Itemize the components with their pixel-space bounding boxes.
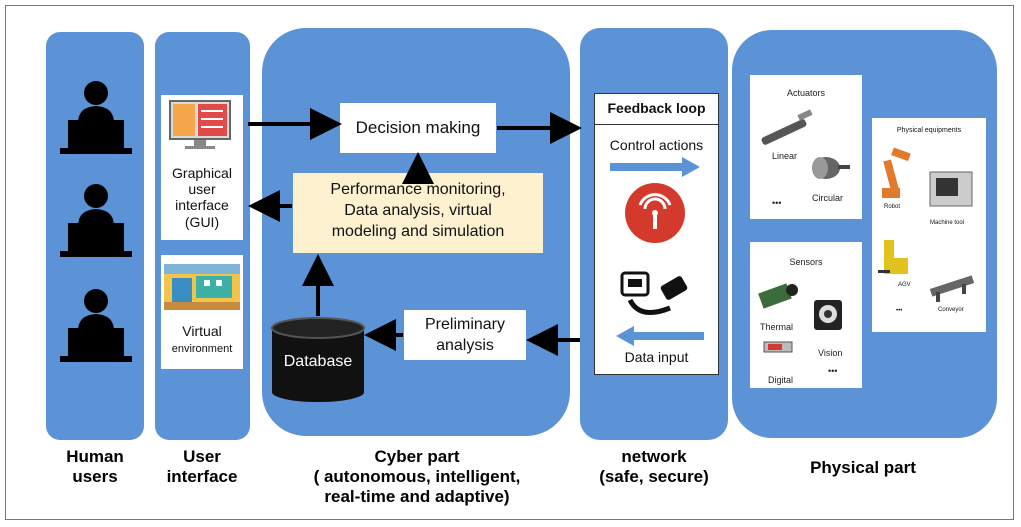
machine-tool-icon	[929, 171, 973, 207]
gui-text-2: user	[188, 181, 216, 197]
circular-motor-icon	[812, 157, 850, 179]
ui-label-2: interface	[166, 467, 238, 486]
physical-part-label: Physical part	[768, 458, 958, 478]
thermal-label: Thermal	[760, 322, 794, 332]
perf-text-2: Data analysis, virtual	[344, 202, 492, 219]
agv-icon	[878, 240, 908, 274]
user-laptop-icon	[60, 289, 132, 362]
virtual-room-image	[164, 264, 240, 310]
equipments-more: •••	[896, 308, 903, 314]
thermal-sensor-icon	[758, 283, 798, 309]
human-label-1: Human	[66, 447, 124, 466]
prelim-text-1: Preliminary	[424, 316, 505, 333]
actuators-panel	[750, 75, 862, 219]
human-users-label: Human users	[42, 447, 148, 487]
human-label-2: users	[72, 467, 118, 486]
feedback-divider	[594, 124, 719, 125]
left-arrow-icon	[616, 326, 704, 346]
performance-monitoring-box: Performance monitoring, Data analysis, v…	[293, 173, 543, 253]
physical-equipments-panel	[872, 118, 986, 332]
sensors-panel	[750, 242, 862, 388]
cyber-label-3: real-time and adaptive)	[324, 487, 510, 506]
user-laptop-icon	[60, 184, 132, 257]
decision-making-text: Decision making	[355, 118, 481, 137]
network-label-1: network	[621, 447, 687, 466]
cyber-part-label: Cyber part ( autonomous, intelligent, re…	[286, 447, 548, 507]
vision-camera-icon	[814, 300, 842, 330]
digital-sensor-icon	[763, 341, 793, 353]
user-laptop-icon	[60, 81, 132, 154]
virtual-text-1: Virtual	[182, 323, 222, 339]
vision-label: Vision	[818, 348, 843, 358]
user-interface-label: User interface	[150, 447, 254, 487]
data-input-text: Data input	[624, 349, 689, 365]
ethernet-cable-icon	[620, 271, 688, 315]
linear-label: Linear	[772, 151, 798, 161]
virtual-text-2: environment	[171, 343, 233, 355]
conveyor-icon	[929, 275, 975, 302]
prelim-text-2: analysis	[436, 337, 494, 354]
feedback-loop-title: Feedback loop	[607, 100, 706, 116]
right-arrow-icon	[610, 157, 700, 177]
actuators-more: •••	[772, 198, 782, 208]
robot-arm-icon	[882, 147, 911, 198]
decision-making-box: Decision making	[340, 103, 496, 153]
machine-tool-label: Machine tool	[930, 220, 965, 226]
conveyor-label: Conveyor	[938, 307, 964, 313]
wireless-signal-icon	[625, 183, 685, 243]
ui-label-1: User	[183, 447, 221, 466]
sensors-more: •••	[828, 366, 838, 376]
robot-label: Robot	[884, 204, 901, 210]
cyber-label-2: ( autonomous, intelligent,	[313, 467, 521, 486]
gui-monitor-icon	[165, 100, 235, 152]
sensors-title: Sensors	[789, 257, 823, 267]
database-text: Database	[283, 353, 353, 370]
agv-label: AGV	[898, 282, 911, 288]
gui-text-4: (GUI)	[184, 214, 220, 230]
gui-text-3: interface	[175, 197, 229, 213]
cyber-label-1: Cyber part	[374, 447, 460, 466]
network-label: network (safe, secure)	[576, 447, 732, 487]
preliminary-analysis-box: Preliminary analysis	[404, 310, 526, 360]
perf-text-1: Performance monitoring,	[330, 181, 506, 198]
figure-frame	[5, 5, 1014, 520]
physical-equipments-title: Physical equipments	[896, 127, 962, 134]
linear-actuator-icon	[761, 109, 813, 145]
physical-label: Physical part	[810, 458, 916, 477]
control-actions-text: Control actions	[609, 137, 704, 153]
perf-text-3: modeling and simulation	[331, 223, 505, 240]
digital-label: Digital	[768, 375, 794, 385]
gui-text-1: Graphical	[172, 165, 232, 181]
actuators-title: Actuators	[786, 88, 826, 98]
network-label-2: (safe, secure)	[599, 467, 709, 486]
circular-label: Circular	[812, 193, 844, 203]
